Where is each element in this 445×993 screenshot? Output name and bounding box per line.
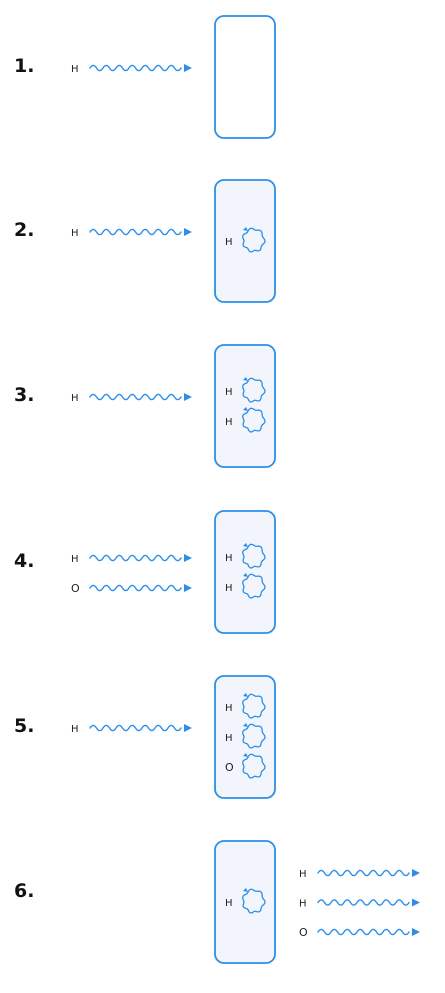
inside-particle-label: H — [225, 237, 233, 248]
particle-blob-icon — [242, 407, 266, 433]
arrow-head-icon — [184, 228, 192, 236]
arrow-head-icon — [184, 64, 192, 72]
outgoing-particle-label: H — [299, 869, 307, 880]
step-number: 5. — [14, 715, 34, 737]
incoming-wave-arrow — [89, 554, 182, 562]
blob-arrow-icon — [243, 227, 248, 231]
incoming-wave-arrow — [89, 393, 182, 401]
container-box — [214, 510, 276, 634]
step-1: 1. H — [14, 15, 276, 139]
arrow-head-icon — [184, 554, 192, 562]
step-number: 4. — [14, 550, 34, 572]
incoming-particle-label: H — [71, 724, 79, 735]
incoming-particle-label: O — [71, 582, 80, 595]
inside-particle-label: H — [225, 417, 233, 428]
blob-arrow-icon — [243, 693, 248, 697]
arrow-head-icon — [412, 898, 420, 907]
incoming-particle-label: H — [71, 228, 79, 239]
inside-particle-label: H — [225, 387, 233, 398]
blob-arrow-icon — [243, 377, 248, 381]
step-number: 3. — [14, 384, 34, 406]
arrow-head-icon — [184, 393, 192, 401]
step-4: 4. H O H H — [14, 510, 276, 634]
incoming-wave-arrow — [89, 724, 182, 732]
container-box — [214, 344, 276, 468]
outgoing-particle-label: O — [299, 926, 308, 939]
step-number: 6. — [14, 880, 34, 902]
blob-arrow-icon — [243, 753, 248, 757]
arrow-head-icon — [412, 928, 420, 936]
particle-blob-icon — [242, 377, 266, 403]
incoming-wave-arrow — [89, 64, 182, 72]
arrow-head-icon — [184, 584, 192, 592]
particle-blob-icon — [242, 693, 266, 719]
particle-blob-icon — [242, 227, 266, 253]
container-box — [214, 675, 276, 799]
step-number: 1. — [14, 55, 34, 77]
inside-particle-label: H — [225, 733, 233, 744]
blob-arrow-icon — [243, 407, 248, 411]
container-box — [214, 15, 276, 139]
particle-blob-icon — [242, 573, 266, 599]
incoming-particle-label: H — [71, 554, 79, 565]
inside-particle-label: H — [225, 703, 233, 714]
particle-blob-icon — [242, 888, 266, 914]
outgoing-wave-arrow — [317, 869, 410, 877]
inside-particle-label: O — [225, 761, 234, 774]
particle-blob-icon — [242, 723, 266, 749]
blob-arrow-icon — [243, 888, 248, 892]
container-box — [214, 840, 276, 964]
incoming-wave-arrow — [89, 584, 182, 592]
incoming-particle-label: H — [71, 393, 79, 404]
particle-blob-icon — [242, 753, 266, 779]
particle-blob-icon — [242, 543, 266, 569]
step-5: 5. H H H O — [14, 675, 276, 799]
incoming-particle-label: H — [71, 64, 79, 75]
arrow-head-icon — [184, 724, 192, 732]
blob-arrow-icon — [243, 543, 248, 547]
incoming-wave-arrow — [89, 228, 182, 236]
outgoing-wave-arrow — [317, 899, 410, 906]
inside-particle-label: H — [225, 583, 233, 594]
step-3: 3. H H H — [14, 344, 276, 468]
step-2: 2. H H — [14, 179, 276, 303]
step-6: 6. H H H O — [14, 840, 420, 964]
container-box — [214, 179, 276, 303]
inside-particle-label: H — [225, 898, 233, 909]
blob-arrow-icon — [243, 573, 248, 577]
blob-arrow-icon — [243, 723, 248, 727]
step-number: 2. — [14, 219, 34, 241]
outgoing-particle-label: H — [299, 899, 307, 910]
inside-particle-label: H — [225, 553, 233, 564]
outgoing-wave-arrow — [317, 928, 410, 936]
arrow-head-icon — [412, 869, 420, 877]
